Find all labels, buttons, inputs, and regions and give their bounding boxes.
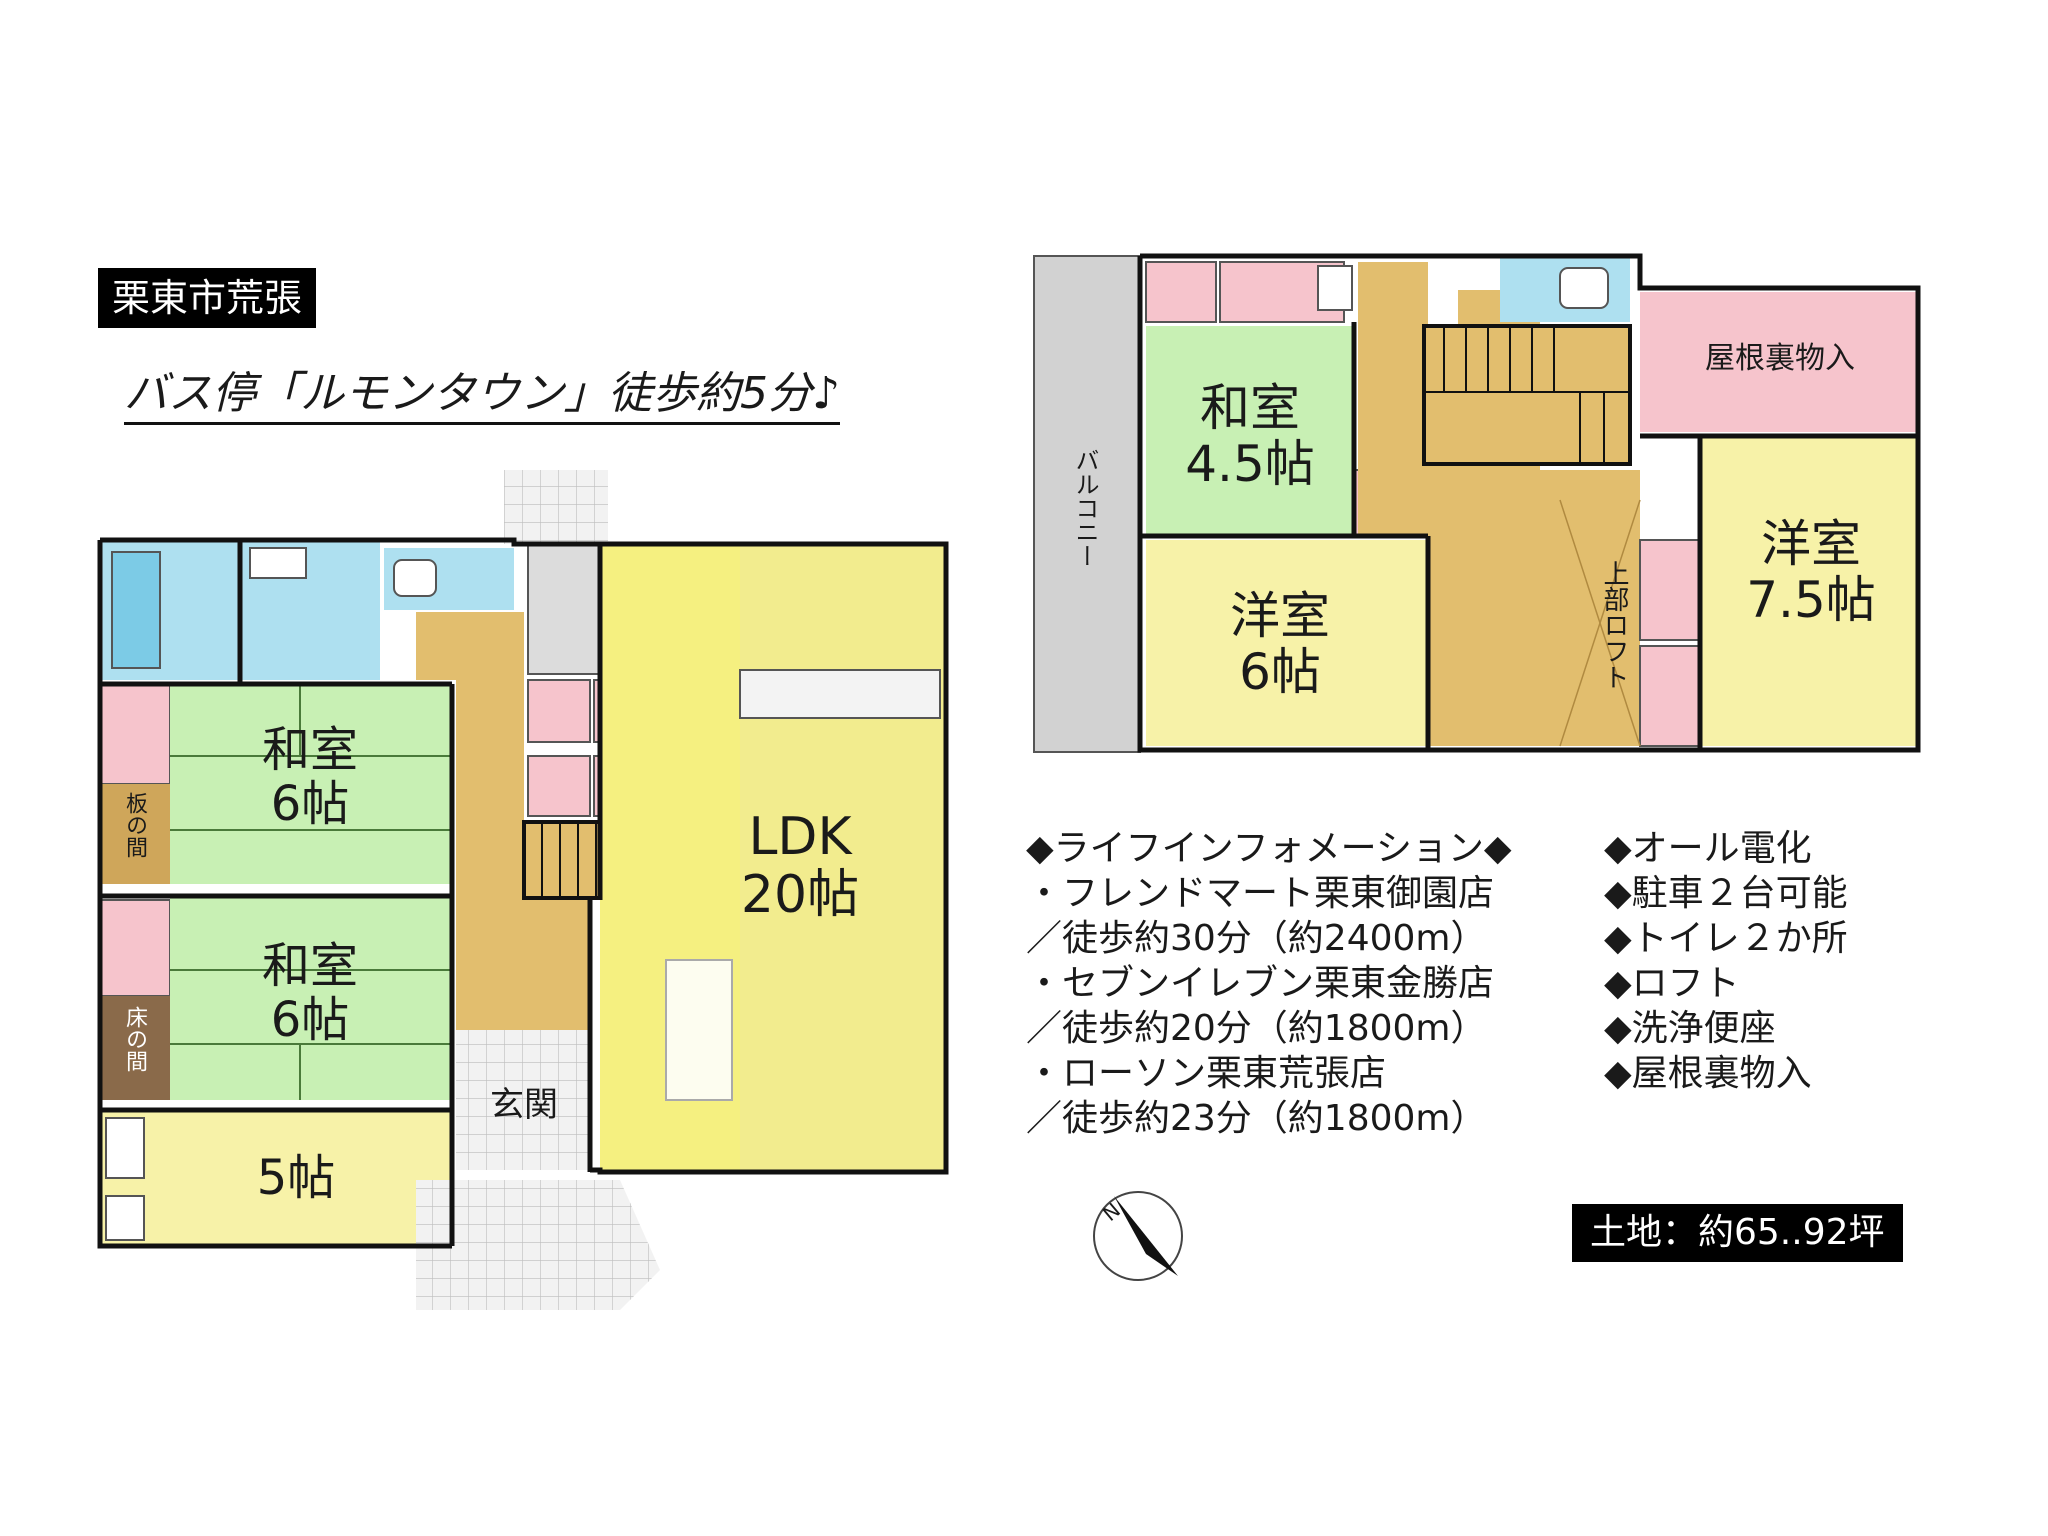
kitchen-island: [665, 959, 733, 1101]
feature-item: ◆オール電化: [1604, 828, 1812, 869]
floor-1: [97, 470, 949, 1310]
room-5jo: [100, 1110, 452, 1246]
walls-1f: [97, 537, 949, 1249]
compass: [1093, 1191, 1183, 1281]
attic-storage: [1640, 292, 1916, 432]
features-list: ◆オール電化 ◆駐車２台可能 ◆トイレ２か所 ◆ロフト ◆洗浄便座 ◆屋根裏物入: [1604, 826, 1848, 1096]
tokonoma-area: [100, 996, 170, 1100]
life-info-item: ・セブンイレブン栗東金勝店: [1026, 963, 1495, 1004]
toilet-bowl-2f: [1559, 267, 1609, 309]
washitsu-45: [1146, 326, 1354, 536]
stove-5jo: [105, 1195, 145, 1241]
entrance-1f: [456, 1030, 590, 1170]
land-area-tag: 土地：約65..92坪: [1572, 1204, 1903, 1262]
loft-diagonals: [1559, 499, 1641, 747]
room-label-itanoma: 板の間: [122, 792, 147, 858]
room-label-5jo: 5帖: [256, 1150, 336, 1206]
life-info-heading: ◆ライフインフォメーション◆: [1026, 828, 1512, 869]
washitsu-6-lower: [170, 896, 452, 1100]
bathtub: [111, 551, 161, 669]
feature-item: ◆屋根裏物入: [1604, 1053, 1812, 1094]
stair-steps-2f: [1424, 326, 1630, 464]
feature-item: ◆トイレ２か所: [1604, 918, 1848, 959]
corridor-1f: [416, 612, 590, 1030]
sink-5jo: [105, 1117, 145, 1179]
closet-1: [99, 683, 171, 785]
kitchen-counter: [739, 669, 941, 719]
washbasin: [249, 547, 307, 579]
access-path: [504, 470, 608, 544]
feature-item: ◆駐車２台可能: [1604, 873, 1848, 914]
closet-2f-a: [1145, 261, 1217, 323]
tatami-lines: [170, 684, 452, 1100]
youshitsu-6: [1146, 540, 1428, 746]
storage-1f-c: [527, 755, 591, 817]
room-label-entrance: 玄関: [490, 1085, 558, 1125]
itanoma-area: [100, 784, 170, 884]
location-tag: 栗東市荒張: [98, 268, 317, 328]
ldk-bay-strip: [740, 544, 946, 1170]
toilet-bowl-1f: [393, 559, 437, 597]
room-label-loft: 上部ロフト: [1599, 560, 1629, 690]
stairs-2f: [1422, 324, 1632, 466]
balcony-area: [1033, 255, 1141, 753]
floor-2: [1033, 253, 1921, 753]
closet-2: [99, 899, 171, 997]
loft-closet-b: [1639, 645, 1701, 747]
life-info-item: ・ローソン栗東荒張店: [1026, 1053, 1387, 1094]
room-label-balcony: バルコニー: [1071, 448, 1099, 568]
room-label-attic: 屋根裏物入: [1705, 341, 1855, 376]
porch-steps: [416, 1180, 660, 1310]
life-info-item: ／徒歩約30分（約2400m）: [1026, 918, 1487, 959]
bus-note: バス停「ルモンタウン」徒歩約5分♪: [124, 366, 841, 425]
storage-1f-a: [527, 679, 591, 743]
room-label-tokonoma: 床の間: [122, 1006, 147, 1072]
feature-item: ◆洗浄便座: [1604, 1008, 1776, 1049]
youshitsu-75: [1700, 436, 1916, 746]
washitsu-6-upper: [170, 684, 452, 884]
feature-item: ◆ロフト: [1604, 963, 1740, 1004]
compass-needle: [1114, 1196, 1178, 1276]
life-info-item: ／徒歩約20分（約1800m）: [1026, 1008, 1487, 1049]
life-info-item: ・フレンドマート栗東御園店: [1026, 873, 1495, 914]
life-info: ◆ライフインフォメーション◆ ・フレンドマート栗東御園店 ／徒歩約30分（約24…: [1026, 826, 1512, 1141]
walls-2f: [1137, 253, 1921, 753]
loft-closet-a: [1639, 539, 1701, 641]
sink-2f: [1317, 265, 1353, 311]
life-info-item: ／徒歩約23分（約1800m）: [1026, 1098, 1487, 1139]
